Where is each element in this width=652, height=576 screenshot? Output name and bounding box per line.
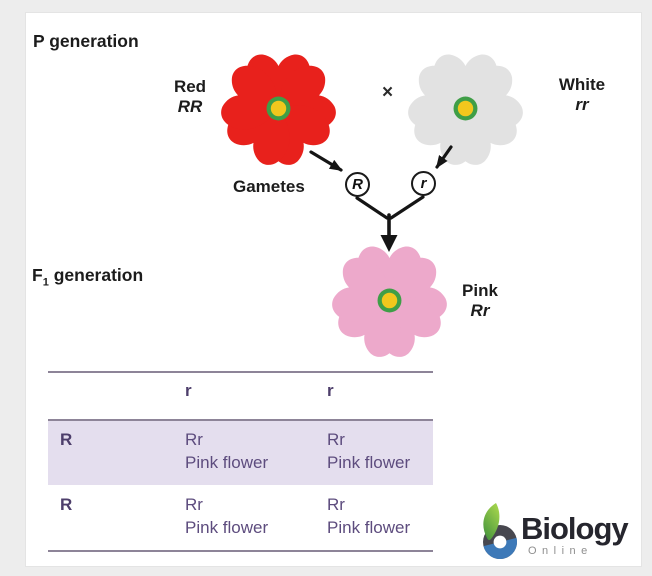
red-flower-genotype: RR	[177, 97, 203, 116]
f1-prefix: F	[32, 265, 43, 285]
f1-suffix: generation	[53, 265, 144, 285]
p-generation-label: P generation	[33, 31, 139, 51]
punnett-row-header: R	[60, 430, 73, 449]
cell-phenotype: Pink flower	[327, 453, 411, 472]
white-flower	[404, 53, 527, 172]
punnett-cell: Rr Pink flower	[327, 428, 433, 485]
punnett-col-header: r	[185, 381, 192, 400]
cell-phenotype: Pink flower	[185, 453, 269, 472]
logo-ring-hole	[493, 535, 507, 549]
punnett-col-header: r	[327, 381, 334, 400]
gametes-label: Gametes	[233, 177, 305, 196]
pink-flower-genotype: Rr	[470, 301, 490, 320]
f1-generation-label: F1 generation	[32, 265, 143, 293]
biology-online-logo-icon	[483, 503, 517, 559]
cross-symbol: ×	[382, 82, 394, 103]
punnett-cell: Rr Pink flower	[185, 493, 327, 550]
punnett-cell: Rr Pink flower	[185, 428, 327, 485]
cell-genotype: Rr	[185, 430, 203, 449]
gamete-R-allele: R	[352, 176, 363, 193]
white-flower-center	[457, 100, 474, 117]
punnett-header-row: r r	[48, 373, 433, 419]
pink-flower-name: Pink	[462, 281, 498, 300]
f1-subscript: 1	[42, 276, 49, 289]
red-flower-name: Red	[173, 77, 207, 96]
cell-genotype: Rr	[327, 430, 345, 449]
logo-ring-blue	[483, 537, 517, 559]
punnett-row-1: R Rr Pink flower Rr Pink flower	[48, 419, 433, 485]
gamete-r-allele: r	[420, 175, 427, 192]
logo-brand-text: Biology	[521, 511, 629, 546]
red-flower-center	[270, 100, 287, 117]
cell-phenotype: Pink flower	[185, 518, 269, 537]
pink-flower-label: Pink Rr	[450, 281, 510, 321]
punnett-row-2: R Rr Pink flower Rr Pink flower	[48, 485, 433, 552]
white-flower-label: White rr	[552, 75, 612, 115]
cell-phenotype: Pink flower	[327, 518, 411, 537]
punnett-row-header: R	[60, 495, 73, 514]
white-flower-genotype: rr	[575, 95, 589, 114]
red-flower	[217, 53, 340, 172]
red-flower-label: Red RR	[160, 77, 220, 117]
punnett-cell: Rr Pink flower	[327, 493, 433, 550]
cell-genotype: Rr	[185, 495, 203, 514]
pink-flower	[328, 245, 451, 364]
gamete-circle-r: r	[411, 171, 436, 196]
pink-flower-center	[381, 292, 398, 309]
cell-genotype: Rr	[327, 495, 345, 514]
white-flower-name: White	[558, 75, 606, 94]
gamete-circle-R: R	[345, 172, 370, 197]
logo-sub-text: Online	[528, 545, 593, 557]
logo-leaf-icon	[483, 503, 500, 541]
punnett-square: r r R Rr Pink flower Rr Pink flower R Rr…	[48, 371, 433, 552]
punnett-corner-cell	[48, 379, 185, 419]
